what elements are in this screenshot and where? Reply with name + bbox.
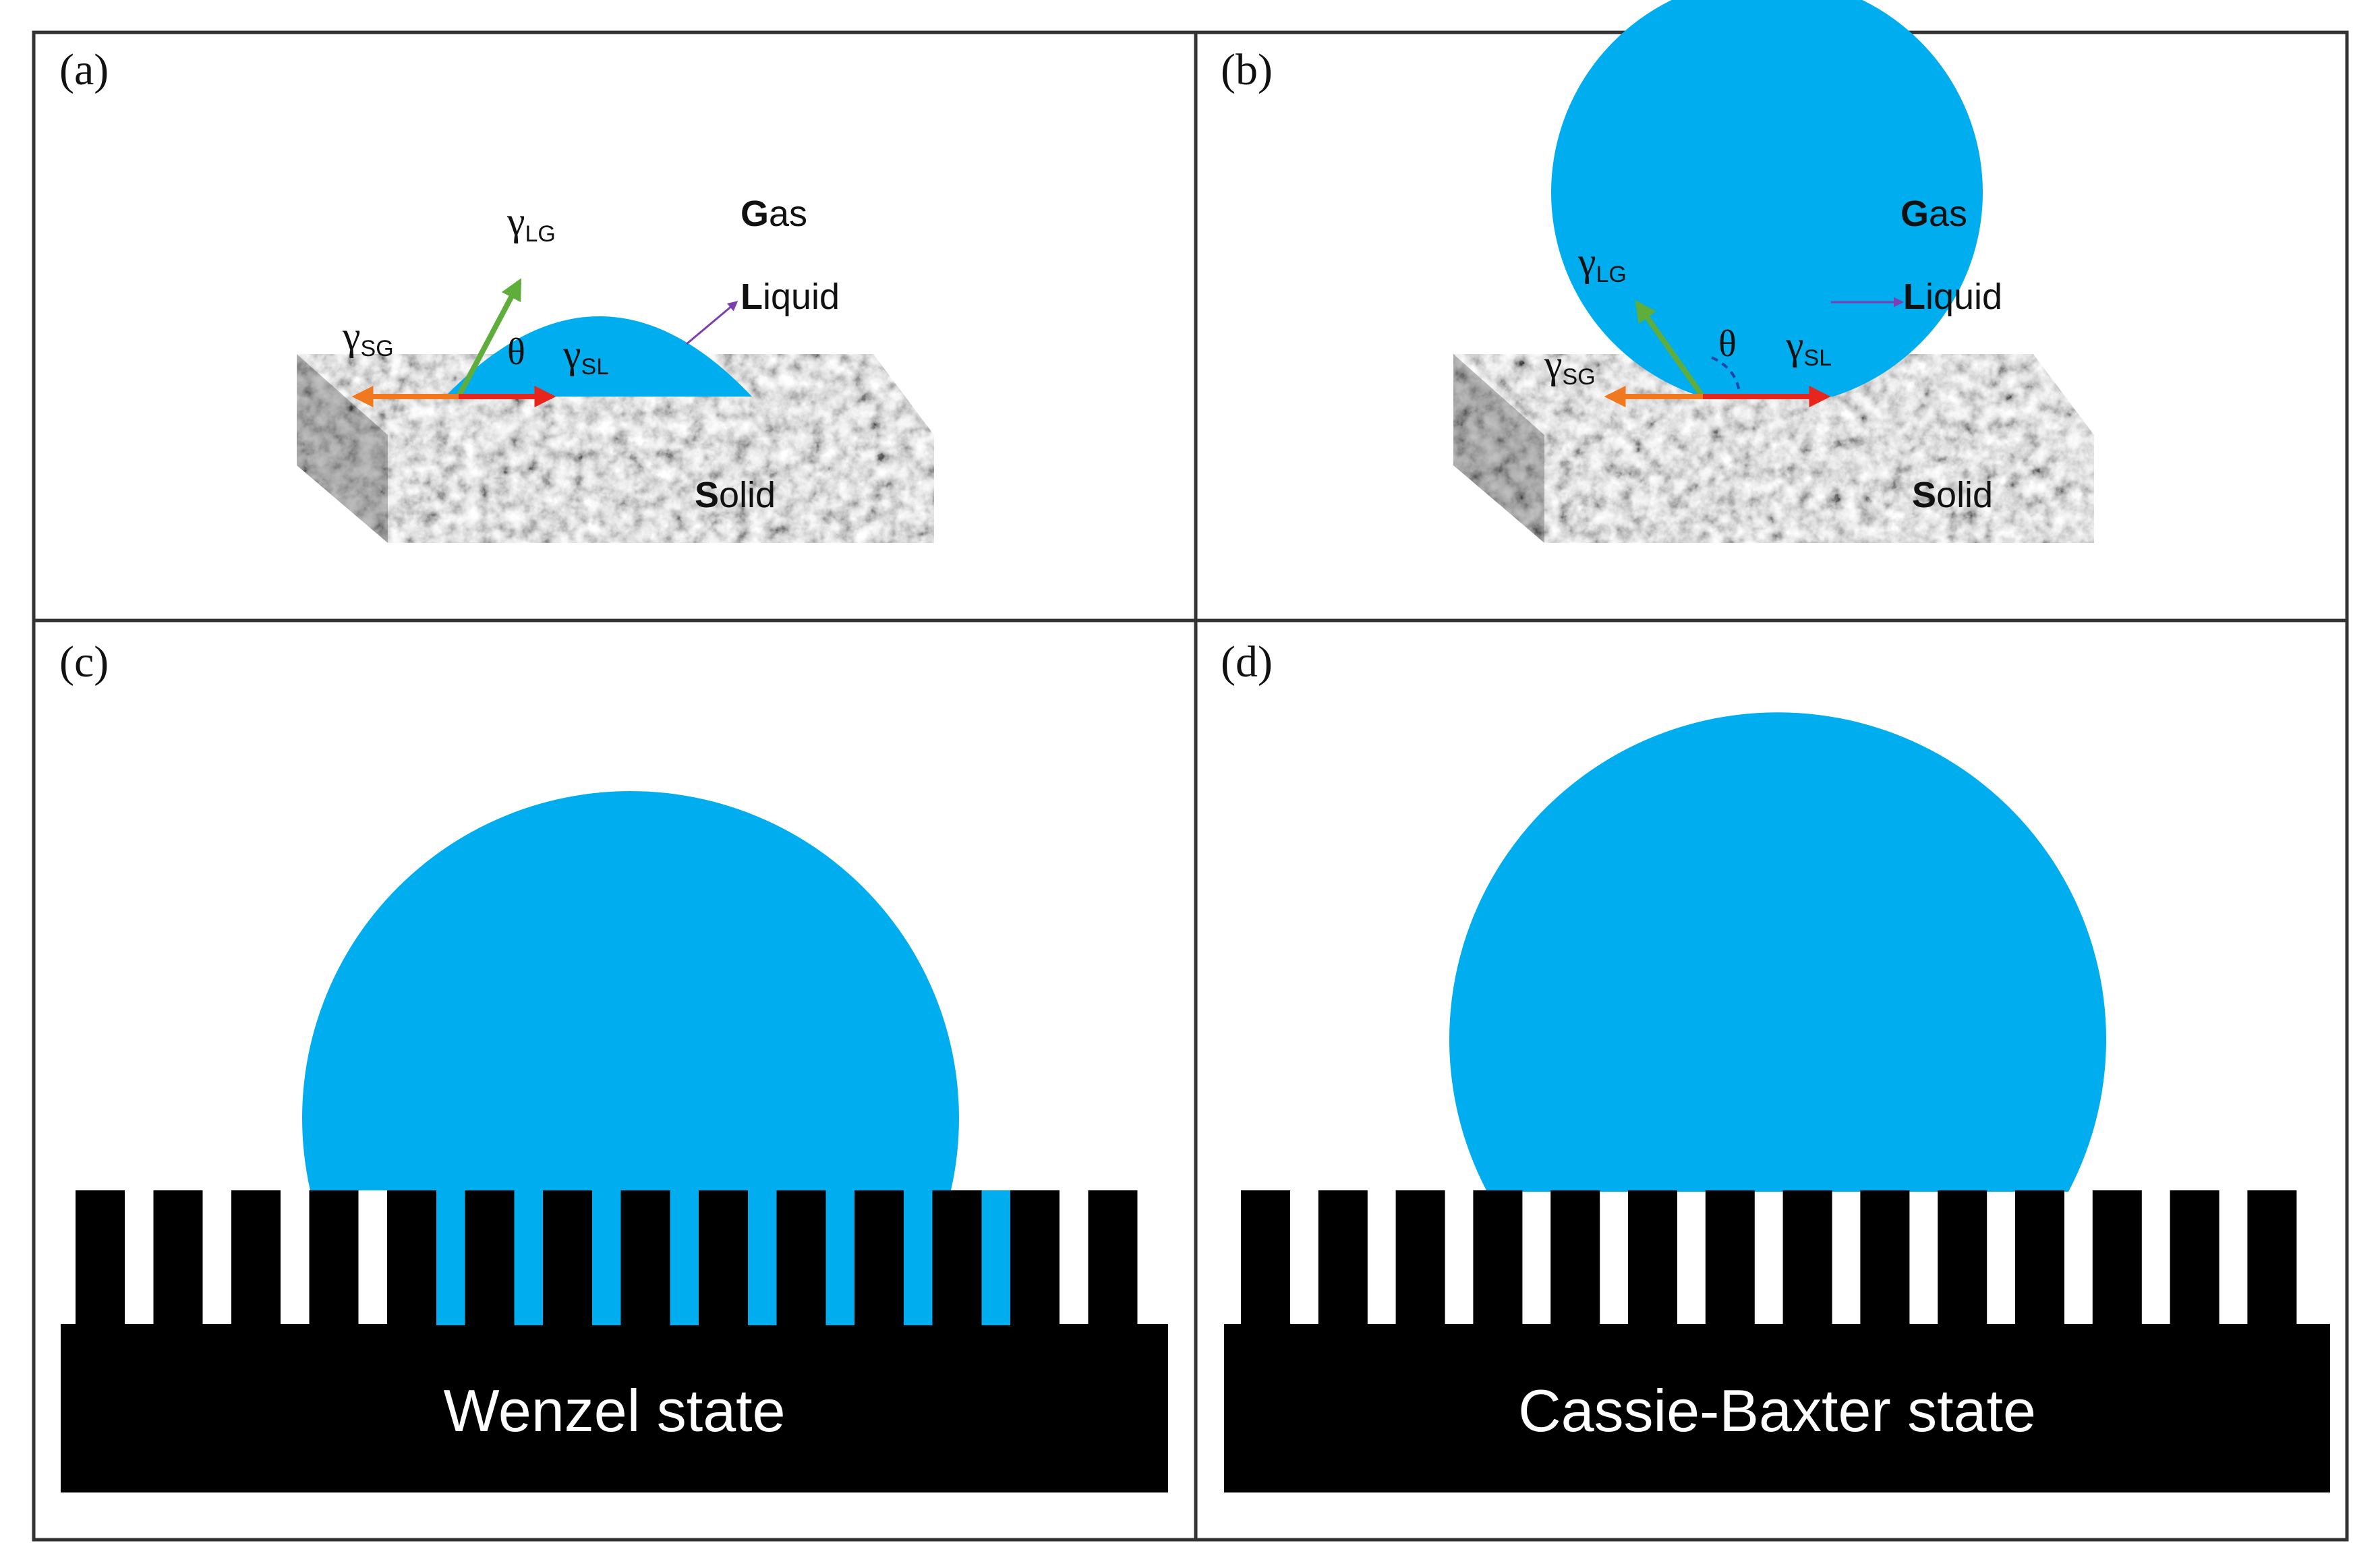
gamma-lg-label-b: γLG bbox=[1577, 239, 1627, 287]
substrate-pillar bbox=[2170, 1190, 2219, 1325]
theta-label-a: θ bbox=[507, 331, 525, 373]
substrate-pillar bbox=[776, 1190, 826, 1325]
gamma-sl-label-a: γSL bbox=[562, 332, 609, 380]
liquid-filled-groove bbox=[748, 1190, 777, 1325]
liquid-filled-grooves-c bbox=[436, 1190, 1010, 1325]
substrate-pillar bbox=[932, 1190, 982, 1325]
liquid-filled-groove bbox=[904, 1190, 933, 1325]
panel-b: (b) γLG γSG γSL θ Gas Liquid Solid bbox=[1221, 0, 2094, 543]
liquid-filled-groove bbox=[825, 1190, 854, 1325]
substrate-pillar bbox=[76, 1190, 125, 1325]
gamma-sl-label-b: γSL bbox=[1785, 323, 1832, 371]
substrate-pillar bbox=[465, 1190, 515, 1325]
solid-block-b bbox=[1453, 354, 2094, 543]
theta-label-b: θ bbox=[1718, 323, 1737, 365]
panel-a-letter: (a) bbox=[59, 45, 109, 94]
gas-label-a: Gas bbox=[741, 194, 807, 234]
substrate-pillar bbox=[1860, 1190, 1910, 1325]
liquid-filled-groove bbox=[981, 1190, 1010, 1325]
liquid-label-b: Liquid bbox=[1903, 277, 2002, 317]
panel-d-letter: (d) bbox=[1221, 637, 1273, 687]
solid-label-b: Solid bbox=[1912, 475, 1993, 515]
substrate-pillar bbox=[153, 1190, 203, 1325]
substrate-pillar bbox=[387, 1190, 436, 1325]
contact-angle-arc-b bbox=[1711, 356, 1741, 399]
liquid-filled-groove bbox=[514, 1190, 543, 1325]
panel-d: (d) Cassie-Baxter state bbox=[1221, 637, 2330, 1492]
gamma-lg-arrow-b bbox=[1635, 299, 1706, 399]
substrate-pillar bbox=[620, 1190, 670, 1325]
panel-c-letter: (c) bbox=[59, 637, 109, 687]
panel-c: (c) Wenzel state bbox=[59, 637, 1168, 1492]
solid-label-a: Solid bbox=[695, 475, 776, 515]
substrate-pillar bbox=[1088, 1190, 1138, 1325]
substrate-pillar bbox=[1318, 1190, 1368, 1325]
substrate-base-d bbox=[1224, 1324, 2330, 1492]
substrate-pillar bbox=[1473, 1190, 1523, 1325]
figure-frame bbox=[32, 30, 2349, 1542]
substrate-pillar bbox=[2092, 1190, 2142, 1325]
liquid-droplet-c bbox=[302, 790, 959, 1190]
liquid-label-a: Liquid bbox=[741, 277, 840, 317]
substrate-pillar bbox=[1241, 1190, 1290, 1325]
substrate-pillar bbox=[543, 1190, 592, 1325]
gamma-sg-label-a: γSG bbox=[342, 314, 394, 361]
liquid-droplet-a bbox=[445, 316, 752, 397]
gamma-lg-label-a: γLG bbox=[506, 199, 556, 247]
substrate-pillar bbox=[2015, 1190, 2064, 1325]
gamma-sg-label-b: γSG bbox=[1544, 342, 1596, 390]
substrate-pillars-d bbox=[1241, 1190, 2297, 1325]
substrate-pillar bbox=[1395, 1190, 1445, 1325]
substrate-pillar bbox=[699, 1190, 748, 1325]
substrate-pillar bbox=[1550, 1190, 1600, 1325]
substrate-pillar bbox=[1705, 1190, 1755, 1325]
liquid-droplet-b bbox=[1551, 0, 1983, 397]
substrate-pillar bbox=[1010, 1190, 1060, 1325]
substrate-pillar bbox=[1782, 1190, 1832, 1325]
wenzel-state-label: Wenzel state bbox=[443, 1377, 785, 1444]
substrate-pillar bbox=[309, 1190, 359, 1325]
cassie-baxter-state-label: Cassie-Baxter state bbox=[1518, 1377, 2036, 1444]
panel-a: (a) γLG γSG γSL θ Gas Liquid Solid bbox=[59, 45, 934, 543]
liquid-droplet-d bbox=[1449, 712, 2106, 1192]
liquid-pointer-arrow-a bbox=[686, 301, 738, 345]
substrate-pillars-c bbox=[76, 1190, 1138, 1325]
substrate-pillar bbox=[231, 1190, 281, 1325]
substrate-base-c bbox=[61, 1324, 1168, 1492]
substrate-pillar bbox=[2247, 1190, 2297, 1325]
substrate-pillar bbox=[1628, 1190, 1677, 1325]
substrate-pillar bbox=[1938, 1190, 1987, 1325]
gamma-lg-arrow-a bbox=[456, 278, 522, 398]
liquid-filled-groove bbox=[592, 1190, 621, 1325]
substrate-pillar bbox=[854, 1190, 904, 1325]
liquid-filled-groove bbox=[436, 1190, 465, 1325]
panel-b-letter: (b) bbox=[1221, 45, 1273, 94]
gas-label-b: Gas bbox=[1900, 194, 1967, 234]
liquid-filled-groove bbox=[670, 1190, 699, 1325]
